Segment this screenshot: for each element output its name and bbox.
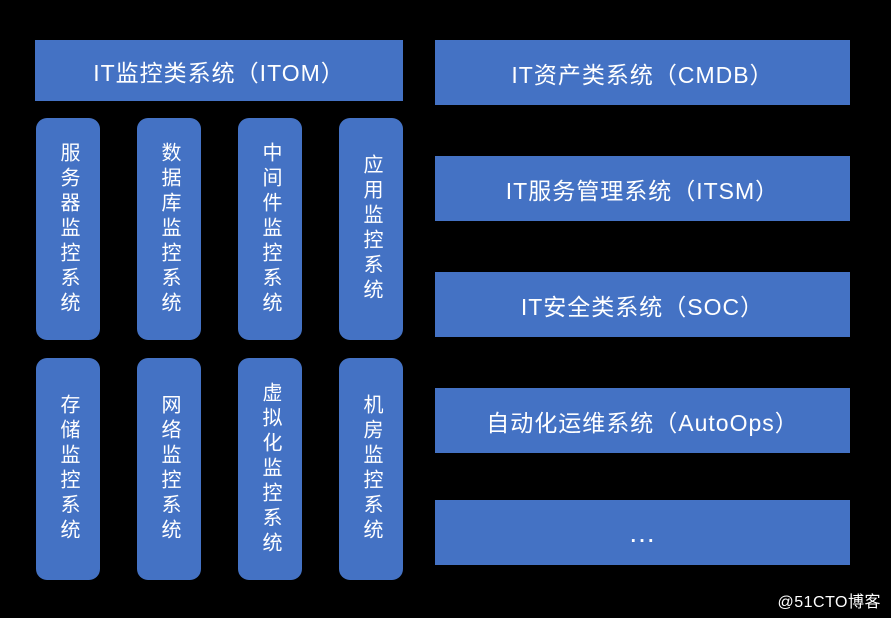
card-server-monitor-label: 服务器监控系统 <box>57 141 79 317</box>
card-storage-monitor: 存储监控系统 <box>36 358 100 580</box>
bar-cmdb-system: IT资产类系统（CMDB） <box>435 40 850 105</box>
bar-autoops-system: 自动化运维系统（AutoOps） <box>435 388 850 453</box>
bar-itsm-system: IT服务管理系统（ITSM） <box>435 156 850 221</box>
watermark-51cto: @51CTO博客 <box>777 594 881 611</box>
card-server-monitor: 服务器监控系统 <box>36 118 100 340</box>
bar-soc-system: IT安全类系统（SOC） <box>435 272 850 337</box>
card-database-monitor-label: 数据库监控系统 <box>158 141 180 317</box>
card-middleware-monitor: 中间件监控系统 <box>238 118 302 340</box>
card-application-monitor: 应用监控系统 <box>339 118 403 340</box>
itom-header: IT监控类系统（ITOM） <box>35 40 403 101</box>
card-datacenter-monitor-label: 机房监控系统 <box>360 394 382 544</box>
card-datacenter-monitor: 机房监控系统 <box>339 358 403 580</box>
card-network-monitor: 网络监控系统 <box>137 358 201 580</box>
card-application-monitor-label: 应用监控系统 <box>360 154 382 304</box>
card-database-monitor: 数据库监控系统 <box>137 118 201 340</box>
card-storage-monitor-label: 存储监控系统 <box>57 394 79 544</box>
card-middleware-monitor-label: 中间件监控系统 <box>259 141 281 317</box>
card-virtualization-monitor-label: 虚拟化监控系统 <box>259 381 281 557</box>
card-network-monitor-label: 网络监控系统 <box>158 394 180 544</box>
card-virtualization-monitor: 虚拟化监控系统 <box>238 358 302 580</box>
bar-ellipsis: ... <box>435 500 850 565</box>
